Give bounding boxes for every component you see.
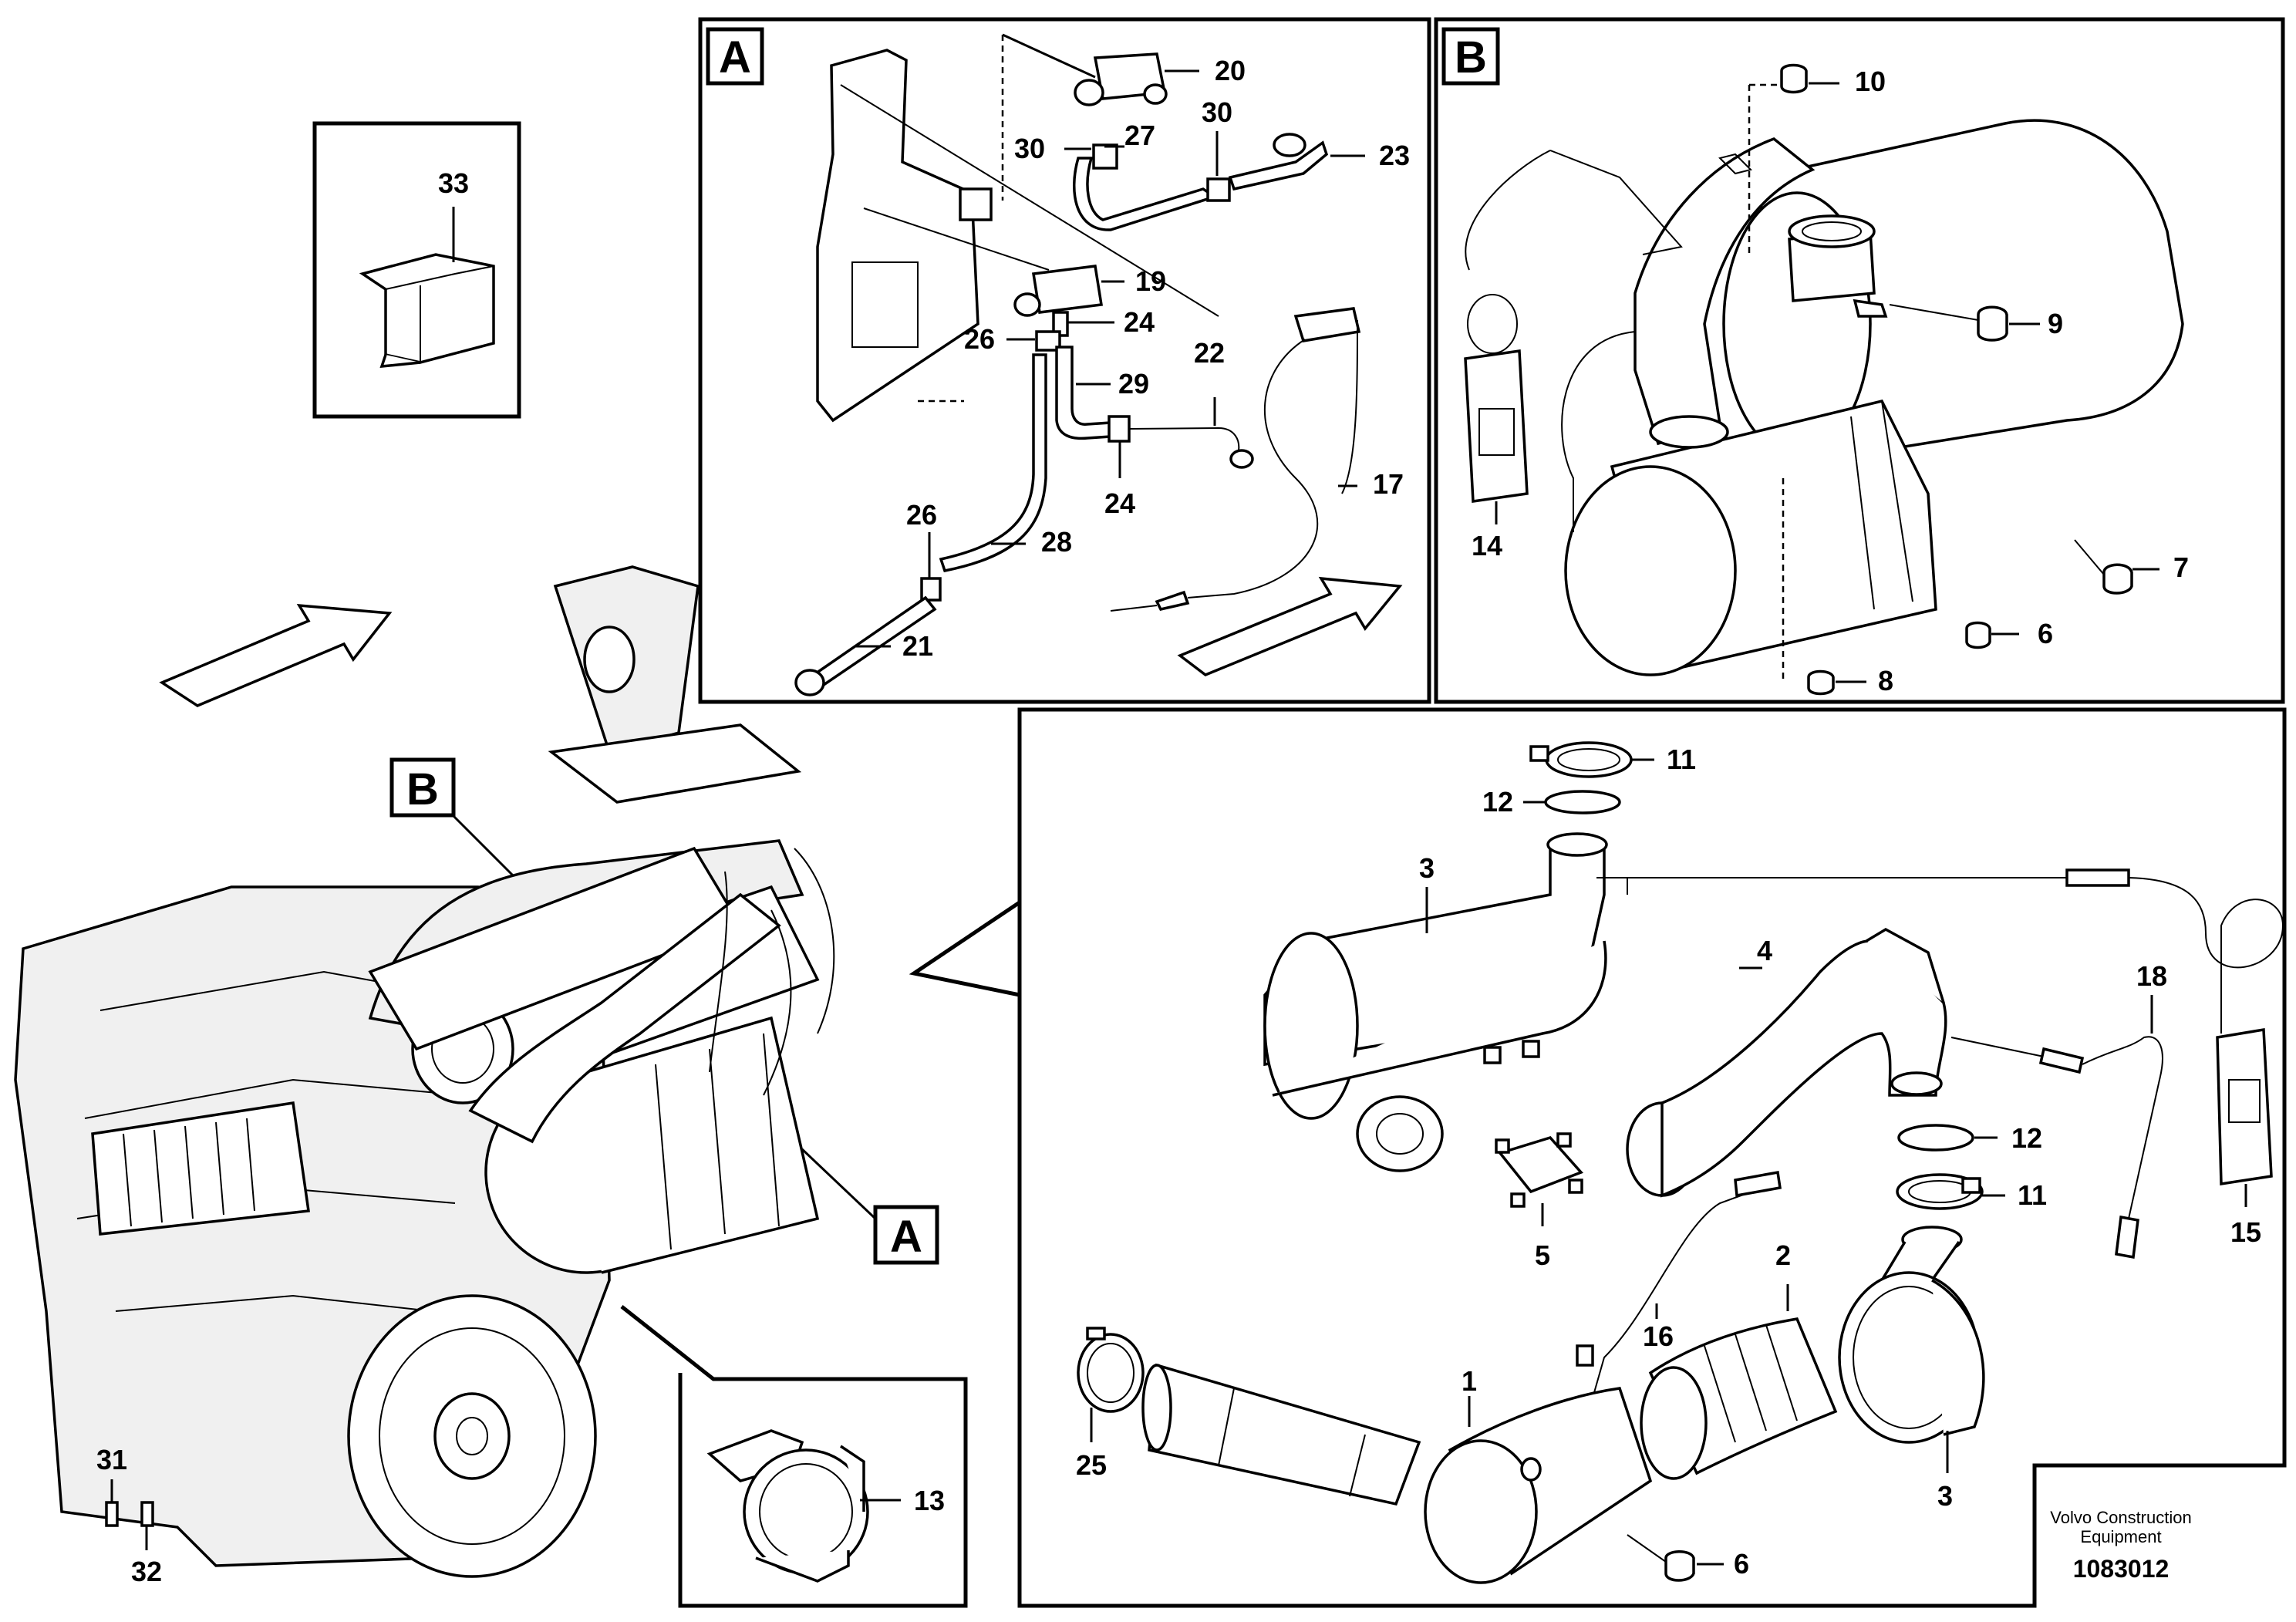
temp-sensor-17 xyxy=(1110,307,1361,612)
label-3-top: 3 xyxy=(1419,852,1435,884)
detail-a-letter: A xyxy=(719,32,751,83)
label-31: 31 xyxy=(96,1444,127,1475)
gasket-12-top xyxy=(1544,790,1621,814)
label-16: 16 xyxy=(1643,1320,1674,1352)
detail-a-bracket-plate xyxy=(816,49,993,423)
label-17: 17 xyxy=(1373,468,1404,500)
detail-a-frame: A xyxy=(698,17,1431,704)
detail-b-frame: B xyxy=(1434,17,2285,704)
label-19: 19 xyxy=(1135,265,1166,297)
label-18: 18 xyxy=(2136,960,2167,992)
label-25: 25 xyxy=(1076,1449,1107,1481)
label-6-top: 6 xyxy=(2038,618,2053,649)
flex-pipe-2 xyxy=(1640,1317,1838,1480)
label-8: 8 xyxy=(1878,665,1893,696)
detail-b-letter: B xyxy=(1455,32,1487,83)
pressure-sensor-20 xyxy=(1074,52,1168,106)
label-11-top: 11 xyxy=(1667,744,1696,775)
gasket-12-bottom xyxy=(1897,1124,1974,1152)
exploded-view-frame xyxy=(909,707,2287,1608)
label-14: 14 xyxy=(1472,530,1502,561)
manufacturer-name: Volvo Construction xyxy=(2050,1508,2191,1527)
sensor-line-23 xyxy=(1228,133,1329,191)
label-9: 9 xyxy=(2048,308,2063,339)
engine-assembly xyxy=(14,565,835,1578)
manufacturer-division: Equipment xyxy=(2080,1527,2161,1546)
pipe-4 xyxy=(1626,927,1947,1198)
direction-arrow-detail-a xyxy=(1177,576,1403,676)
nox-sensor-15 xyxy=(2216,1027,2273,1186)
engine-callout-b: B xyxy=(406,764,439,814)
label-1: 1 xyxy=(1462,1365,1477,1397)
hose-28 xyxy=(939,353,1047,573)
clamp-11-top xyxy=(1529,741,1633,778)
detail-33-frame xyxy=(312,121,521,419)
label-3-bottom: 3 xyxy=(1937,1480,1953,1512)
label-23: 23 xyxy=(1379,140,1410,171)
label-12-bottom: 12 xyxy=(2011,1122,2042,1154)
hose-29 xyxy=(1055,346,1254,469)
label-20: 20 xyxy=(1215,55,1246,86)
detail-b-exhaust-assembly xyxy=(1464,119,2184,676)
pressure-sensor-19 xyxy=(1013,265,1104,317)
clamp-part-13 xyxy=(706,1429,869,1583)
label-30-right: 30 xyxy=(1202,96,1232,128)
drawing-number: 1083012 xyxy=(2073,1555,2170,1583)
engine-callout-a: A xyxy=(890,1212,922,1262)
label-4: 4 xyxy=(1757,935,1772,966)
hose-27 xyxy=(1073,143,1231,231)
inlet-housing-3 xyxy=(1838,1226,1985,1444)
label-32: 32 xyxy=(131,1556,162,1587)
direction-arrow-left xyxy=(159,603,393,707)
detail-13-frame xyxy=(620,1305,968,1608)
label-12-top: 12 xyxy=(1482,786,1513,818)
label-5: 5 xyxy=(1535,1239,1550,1271)
bracket-part-33 xyxy=(359,253,495,369)
label-28: 28 xyxy=(1041,526,1072,558)
label-26-top: 26 xyxy=(964,323,995,355)
label-10: 10 xyxy=(1855,66,1886,97)
label-6-bottom: 6 xyxy=(1734,1548,1749,1580)
label-22: 22 xyxy=(1194,337,1225,369)
label-26-bottom: 26 xyxy=(906,499,937,531)
label-7: 7 xyxy=(2173,551,2189,583)
label-24-top: 24 xyxy=(1124,306,1155,338)
label-13: 13 xyxy=(914,1485,945,1516)
label-24-bottom: 24 xyxy=(1104,487,1135,519)
label-15: 15 xyxy=(2230,1216,2261,1248)
pipe-21 xyxy=(794,595,937,696)
catalyst-1 xyxy=(1141,1363,1653,1584)
label-2: 2 xyxy=(1775,1239,1791,1271)
bracket-5 xyxy=(1495,1132,1583,1208)
label-29: 29 xyxy=(1118,368,1149,400)
label-30-left: 30 xyxy=(1014,133,1045,164)
label-33: 33 xyxy=(438,167,469,199)
label-21: 21 xyxy=(902,630,933,662)
label-11-bottom: 11 xyxy=(2018,1179,2047,1211)
clamp-11-bottom xyxy=(1896,1173,1984,1210)
label-27: 27 xyxy=(1124,120,1155,151)
clamp-25 xyxy=(1077,1327,1145,1413)
dpf-canister-3 xyxy=(1263,832,1628,1172)
